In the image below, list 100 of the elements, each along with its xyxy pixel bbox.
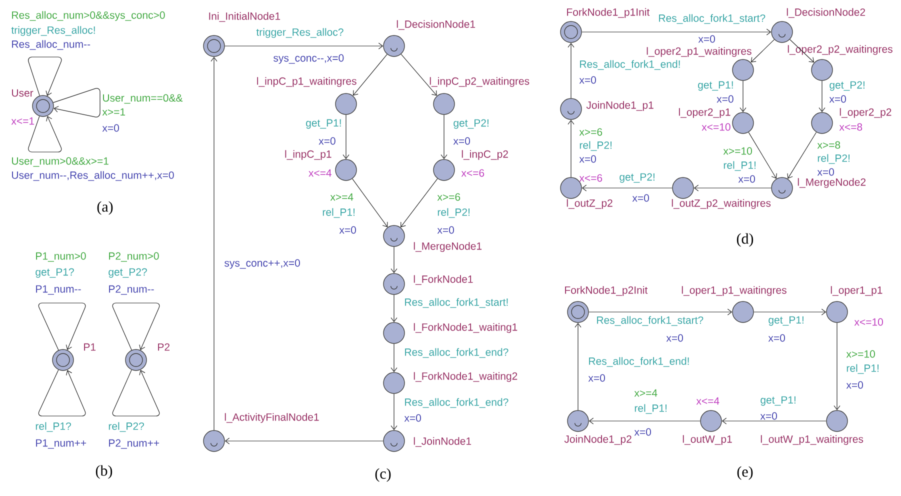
update-label: x=0 (716, 95, 734, 103)
update-label: x=0 (829, 95, 846, 103)
location-name: l_ForkNode1_waiting2 (414, 372, 518, 382)
guard-label: P1_num>0 (36, 252, 86, 262)
arrow (400, 54, 437, 96)
sync-label: rel_P1! (724, 161, 756, 171)
guard-label: x>=10 (846, 350, 875, 358)
update-label: P1_num-- (36, 285, 81, 295)
arrow (400, 178, 438, 228)
panel-caption: (b) (96, 465, 112, 479)
guard-label: x>=6 (579, 128, 602, 136)
update-label: x=0 (102, 124, 120, 132)
invariant-label: x<=10 (854, 318, 883, 326)
sync-label: get_P2! (454, 119, 488, 129)
update-label: Res_alloc_num-- (12, 40, 90, 50)
sync-label: rel_P2! (580, 141, 612, 151)
location-name: l_outW_p1 (682, 435, 732, 445)
location-name: l_JoinNode1 (414, 437, 472, 447)
update-label: P2_num++ (109, 439, 160, 449)
sync-label: Res_alloc_fork1_start! (405, 298, 508, 308)
update-label: x=0 (760, 412, 778, 420)
location-name: Ini_InitialNode1 (209, 12, 280, 22)
location-name: JoinNode1_p1 (586, 101, 654, 111)
arrow (568, 120, 574, 178)
location-name: P1 (84, 343, 96, 351)
panel-caption: (a) (97, 201, 113, 215)
arrow (28, 116, 62, 152)
arrow (748, 132, 777, 179)
guard-label: User_num>0&&x>=1 (12, 157, 108, 167)
update-label: x=0 (453, 137, 470, 145)
location-name: l_outW_p1_waitingres (760, 435, 864, 445)
sync-label: Res_alloc_fork1_end! (580, 60, 680, 70)
sync-label: get_P1! (306, 119, 341, 129)
invariant-label: x<=4 (696, 397, 720, 405)
guard-label: P2_num>0 (109, 252, 159, 262)
location-name: l_inpC_p2_waitingres (430, 77, 530, 87)
location-name: l_ActivityFinalNode1 (224, 413, 319, 423)
arrow (112, 370, 160, 416)
sync-label: get_P2! (830, 81, 864, 91)
update-label: sys_conc++,x=0 (224, 259, 300, 269)
invariant-label: x<=6 (579, 174, 602, 182)
location-name: l_oper1_p1_waitingres (682, 286, 786, 296)
update-label: x=0 (768, 334, 786, 342)
update-label: x=0 (318, 137, 336, 145)
update-label: sys_conc--,x=0 (274, 54, 344, 64)
panel-caption: (c) (375, 468, 391, 482)
arrow (740, 80, 746, 112)
location-name: l_oper2_p1_waitingres (646, 47, 752, 57)
update-label: x=0 (846, 381, 864, 389)
sync-label: rel_P2! (818, 154, 850, 164)
arrow (390, 246, 398, 274)
sync-label: get_P2? (108, 268, 147, 278)
arrow (588, 418, 700, 424)
sync-label: get_P1? (36, 268, 74, 278)
sync-label: rel_P2! (438, 208, 470, 218)
sync-label: trigger_Res_alloc? (256, 28, 344, 38)
arrow (352, 178, 388, 228)
arrow (390, 294, 398, 322)
location-name: l_outZ_p2 (566, 199, 612, 209)
invariant-label: x<=6 (461, 169, 484, 177)
arrow (28, 56, 62, 96)
invariant-label: x<=4 (308, 169, 332, 177)
arrow (582, 184, 672, 192)
sync-label: rel_P1! (322, 208, 354, 218)
update-label: P1_num++ (36, 439, 86, 449)
arrow (722, 418, 826, 424)
guard-label: x>=6 (437, 193, 460, 201)
location-name: User (12, 89, 34, 97)
arrow (754, 308, 826, 316)
arrow (224, 42, 384, 50)
arrow (210, 56, 218, 430)
location-name: l_inpC_p1 (285, 150, 332, 160)
sync-label: get_P1! (698, 81, 733, 91)
guard-label: x>=10 (723, 147, 752, 155)
sync-label: rel_P1! (846, 364, 879, 374)
sync-label: trigger_Res_alloc! (11, 26, 95, 36)
sync-label: Res_alloc_fork1_end? (405, 348, 508, 358)
guard-label: x>=8 (817, 141, 840, 149)
sync-label: rel_P1? (36, 422, 71, 432)
update-label: x=0 (817, 168, 834, 176)
location-name: l_ForkNode1_waiting1 (414, 323, 518, 333)
arrow (818, 80, 826, 112)
location-name: l_inpC_p2 (462, 150, 508, 160)
location-name: P2 (158, 343, 170, 351)
arrow (224, 438, 384, 444)
location-name: l_DecisionNode1 (396, 20, 476, 30)
sync-label: Res_alloc_fork1_end? (405, 398, 508, 408)
arrow (750, 39, 775, 62)
arrow (582, 28, 772, 36)
arrow (694, 184, 772, 192)
location-name: ForkNode1_p1Init (567, 8, 650, 18)
sync-label: Res_alloc_fork1_end! (589, 357, 689, 367)
arrow (112, 302, 160, 350)
arrow (440, 114, 448, 160)
update-label: x=0 (588, 374, 606, 382)
arrow (38, 302, 86, 350)
arrow (588, 308, 732, 316)
update-label: User_num--,Res_alloc_num++,x=0 (12, 171, 174, 181)
sync-label: get_P1! (760, 396, 796, 406)
update-label: P2_num-- (109, 285, 154, 295)
